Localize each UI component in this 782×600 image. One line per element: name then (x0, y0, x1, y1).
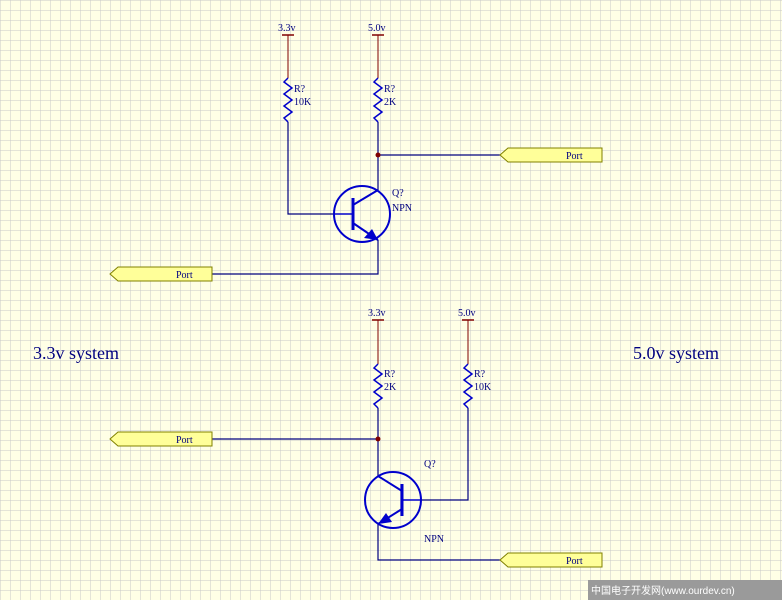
top-power-3v3[interactable]: 3.3v (278, 23, 296, 78)
top-supply-5v0-label: 5.0v (368, 23, 386, 34)
bottom-q-designator: Q? (424, 459, 436, 470)
left-system-label: 3.3v system (33, 343, 119, 363)
top-port-emitter[interactable]: Port (109, 266, 213, 282)
top-r2-designator: R? (384, 84, 396, 95)
bottom-r1-designator: R? (384, 369, 396, 380)
bottom-resistor-r1[interactable]: R? 2K (372, 363, 397, 409)
top-r1-value: 10K (294, 97, 312, 108)
bottom-supply-3v3-label: 3.3v (368, 308, 386, 319)
top-junction (375, 152, 381, 158)
bottom-power-3v3[interactable]: 3.3v (368, 308, 386, 364)
bottom-port-emitter[interactable]: Port (499, 552, 603, 568)
top-resistor-r2[interactable]: R? 2K (372, 77, 397, 123)
watermark-text: 中国电子开发网(www.ourdev.cn) (591, 584, 735, 597)
bottom-q-type: NPN (424, 534, 444, 545)
bottom-port-emitter-label: Port (566, 556, 583, 567)
bottom-junction (375, 436, 381, 442)
top-supply-3v3-label: 3.3v (278, 23, 296, 34)
bottom-r2-designator: R? (474, 369, 486, 380)
bottom-power-5v0[interactable]: 5.0v (458, 308, 476, 364)
bottom-circuit: 3.3v 5.0v R? 2K R? 10K (109, 308, 603, 568)
bottom-npn-transistor[interactable]: Q? NPN (364, 459, 444, 545)
bottom-wires (212, 408, 500, 561)
top-port-collector-label: Port (566, 151, 583, 162)
top-port-collector[interactable]: Port (499, 147, 603, 163)
bottom-r1-value: 2K (384, 382, 397, 393)
top-q-type: NPN (392, 203, 412, 214)
top-power-5v0[interactable]: 5.0v (368, 23, 386, 78)
bottom-port-collector[interactable]: Port (109, 431, 213, 447)
bottom-port-collector-label: Port (176, 435, 193, 446)
watermark: 中国电子开发网(www.ourdev.cn) (588, 580, 782, 600)
right-system-label: 5.0v system (633, 343, 719, 363)
top-q-designator: Q? (392, 188, 404, 199)
top-resistor-r1[interactable]: R? 10K (282, 77, 312, 123)
bottom-r2-value: 10K (474, 382, 492, 393)
top-r1-designator: R? (294, 84, 306, 95)
bottom-supply-5v0-label: 5.0v (458, 308, 476, 319)
top-circuit: 3.3v 5.0v R? 10K R? 2K (109, 23, 603, 282)
top-npn-transistor[interactable]: Q? NPN (333, 185, 412, 243)
bottom-resistor-r2[interactable]: R? 10K (462, 363, 492, 409)
top-r2-value: 2K (384, 97, 397, 108)
top-port-emitter-label: Port (176, 270, 193, 281)
